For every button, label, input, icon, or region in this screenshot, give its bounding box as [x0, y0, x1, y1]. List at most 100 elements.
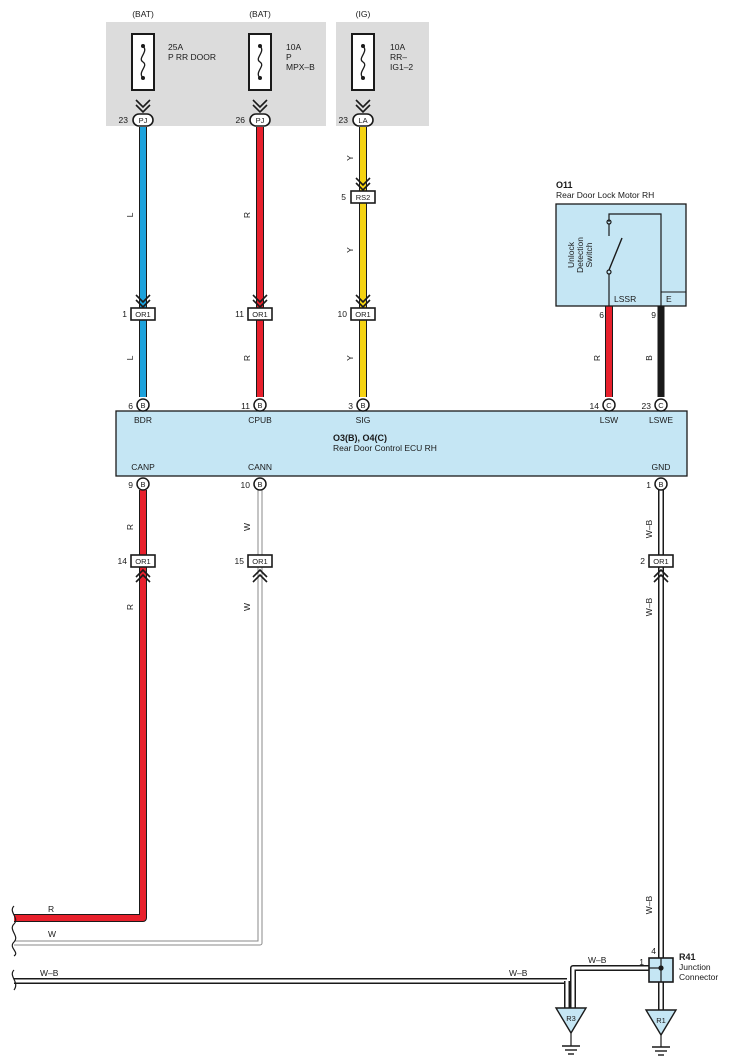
fuse-name: P RR DOOR [168, 52, 216, 62]
fuse-rating: 25A [168, 42, 183, 52]
ecu-label-sig: SIG [356, 415, 371, 425]
fuse-p-rr-door: (BAT) 25A P RR DOOR [131, 9, 216, 91]
wire-red-cpub: R R [242, 127, 264, 397]
svg-text:R: R [242, 212, 252, 218]
junction-code: R41 [679, 952, 696, 962]
fuse-name-line1: RR– [390, 52, 407, 62]
junction-name-2: Connector [679, 972, 718, 982]
terminal-lssr: LSSR [614, 294, 636, 304]
svg-text:C: C [606, 401, 612, 410]
ecu-pin-10: 10 B [241, 477, 267, 491]
svg-text:14: 14 [118, 556, 128, 566]
svg-text:W–B: W–B [509, 968, 528, 978]
ecu-code: O3(B), O4(C) [333, 433, 387, 443]
svg-text:23: 23 [119, 115, 129, 125]
svg-text:OR1: OR1 [135, 310, 150, 319]
ecu-label-canp: CANP [131, 462, 155, 472]
svg-text:L: L [125, 212, 135, 217]
svg-text:3: 3 [348, 401, 353, 411]
fuse-p-mpx-b: (BAT) 10A P MPX–B [248, 9, 315, 91]
svg-text:Detection: Detection [575, 237, 585, 273]
fuse-rating: 10A [390, 42, 405, 52]
svg-text:9: 9 [128, 480, 133, 490]
lock-motor-o11: O11 Rear Door Lock Motor RH Unlock Detec… [555, 180, 687, 320]
connector-or1-10: 10 OR1 [338, 294, 376, 321]
svg-text:W: W [242, 603, 252, 611]
connector-la-23: 23 LA [339, 113, 374, 127]
fuse-source: (IG) [356, 9, 371, 19]
ecu-pin-6: 6 B [128, 398, 150, 412]
svg-text:15: 15 [235, 556, 245, 566]
svg-text:10: 10 [338, 309, 348, 319]
fuse-source: (BAT) [132, 9, 154, 19]
svg-text:Y: Y [345, 155, 355, 161]
svg-text:B: B [257, 480, 262, 489]
ecu-label-lswe: LSWE [649, 415, 673, 425]
svg-text:B: B [140, 401, 145, 410]
ecu-name: Rear Door Control ECU RH [333, 443, 437, 453]
connector-or1-15: 15 OR1 [235, 554, 273, 583]
svg-text:26: 26 [236, 115, 246, 125]
svg-text:14: 14 [590, 401, 600, 411]
svg-text:11: 11 [241, 401, 250, 411]
svg-text:W–B: W–B [40, 968, 59, 978]
wire-white-cann: W W W [14, 490, 263, 946]
svg-text:B: B [360, 401, 365, 410]
svg-text:OR1: OR1 [252, 310, 267, 319]
svg-text:1: 1 [646, 480, 651, 490]
svg-text:6: 6 [128, 401, 133, 411]
ecu-label-bdr: BDR [134, 415, 152, 425]
wire-wb-junction: W–B [570, 955, 649, 1008]
fuse-panel-ig [336, 22, 429, 126]
svg-text:R3: R3 [566, 1014, 576, 1023]
svg-text:R: R [125, 524, 135, 530]
svg-text:R: R [242, 355, 252, 361]
rear-door-control-ecu: O3(B), O4(C) Rear Door Control ECU RH BD… [115, 410, 688, 477]
svg-text:Unlock: Unlock [566, 241, 576, 268]
svg-text:W: W [48, 929, 56, 939]
connector-or1-11: 11 OR1 [235, 294, 273, 321]
svg-text:W–B: W–B [644, 895, 654, 914]
svg-text:W–B: W–B [644, 519, 654, 538]
ecu-pin-11: 11 B [241, 398, 267, 412]
svg-text:10: 10 [241, 480, 251, 490]
wire-blue: L L [125, 127, 147, 397]
wire-break-marks [11, 905, 17, 991]
svg-text:B: B [644, 355, 654, 361]
wire-black-lswe: B [644, 306, 665, 397]
svg-text:L: L [125, 355, 135, 360]
ecu-pin-14: 14 C [590, 398, 616, 412]
svg-text:B: B [257, 401, 262, 410]
fuse-rr-ig1-2: (IG) 10A RR– IG1–2 [351, 9, 413, 91]
ground-r3: R3 [554, 1007, 588, 1055]
svg-text:C: C [658, 401, 664, 410]
svg-text:1: 1 [122, 309, 127, 319]
svg-text:23: 23 [339, 115, 349, 125]
junction-pin-1: 1 [639, 957, 644, 967]
fuse-name-line2: IG1–2 [390, 62, 413, 72]
connector-rs2: 5 RS2 [341, 177, 376, 204]
svg-text:W–B: W–B [588, 955, 607, 965]
svg-text:R1: R1 [656, 1016, 666, 1025]
fuse-rating: 10A [286, 42, 301, 52]
connector-or1-1: 1 OR1 [122, 294, 156, 321]
motor-name: Rear Door Lock Motor RH [556, 190, 654, 200]
svg-text:Y: Y [345, 247, 355, 253]
ecu-label-lsw: LSW [600, 415, 618, 425]
svg-text:OR1: OR1 [355, 310, 370, 319]
ecu-pin-3: 3 B [348, 398, 370, 412]
svg-text:R: R [592, 355, 602, 361]
ecu-pin-23: 23 C [642, 398, 668, 412]
svg-text:B: B [140, 480, 145, 489]
svg-text:R: R [48, 904, 54, 914]
ecu-pin-1: 1 B [646, 477, 668, 491]
wire-red-lsw: R [592, 306, 613, 397]
svg-text:11: 11 [235, 309, 244, 319]
junction-connector-r41: 4 1 R41 Junction Connector [639, 946, 718, 983]
svg-text:R: R [125, 604, 135, 610]
fuse-source: (BAT) [249, 9, 271, 19]
svg-text:PJ: PJ [256, 116, 265, 125]
wire-wb-gnd: W–B W–B W–B [644, 490, 664, 958]
svg-text:23: 23 [642, 401, 652, 411]
